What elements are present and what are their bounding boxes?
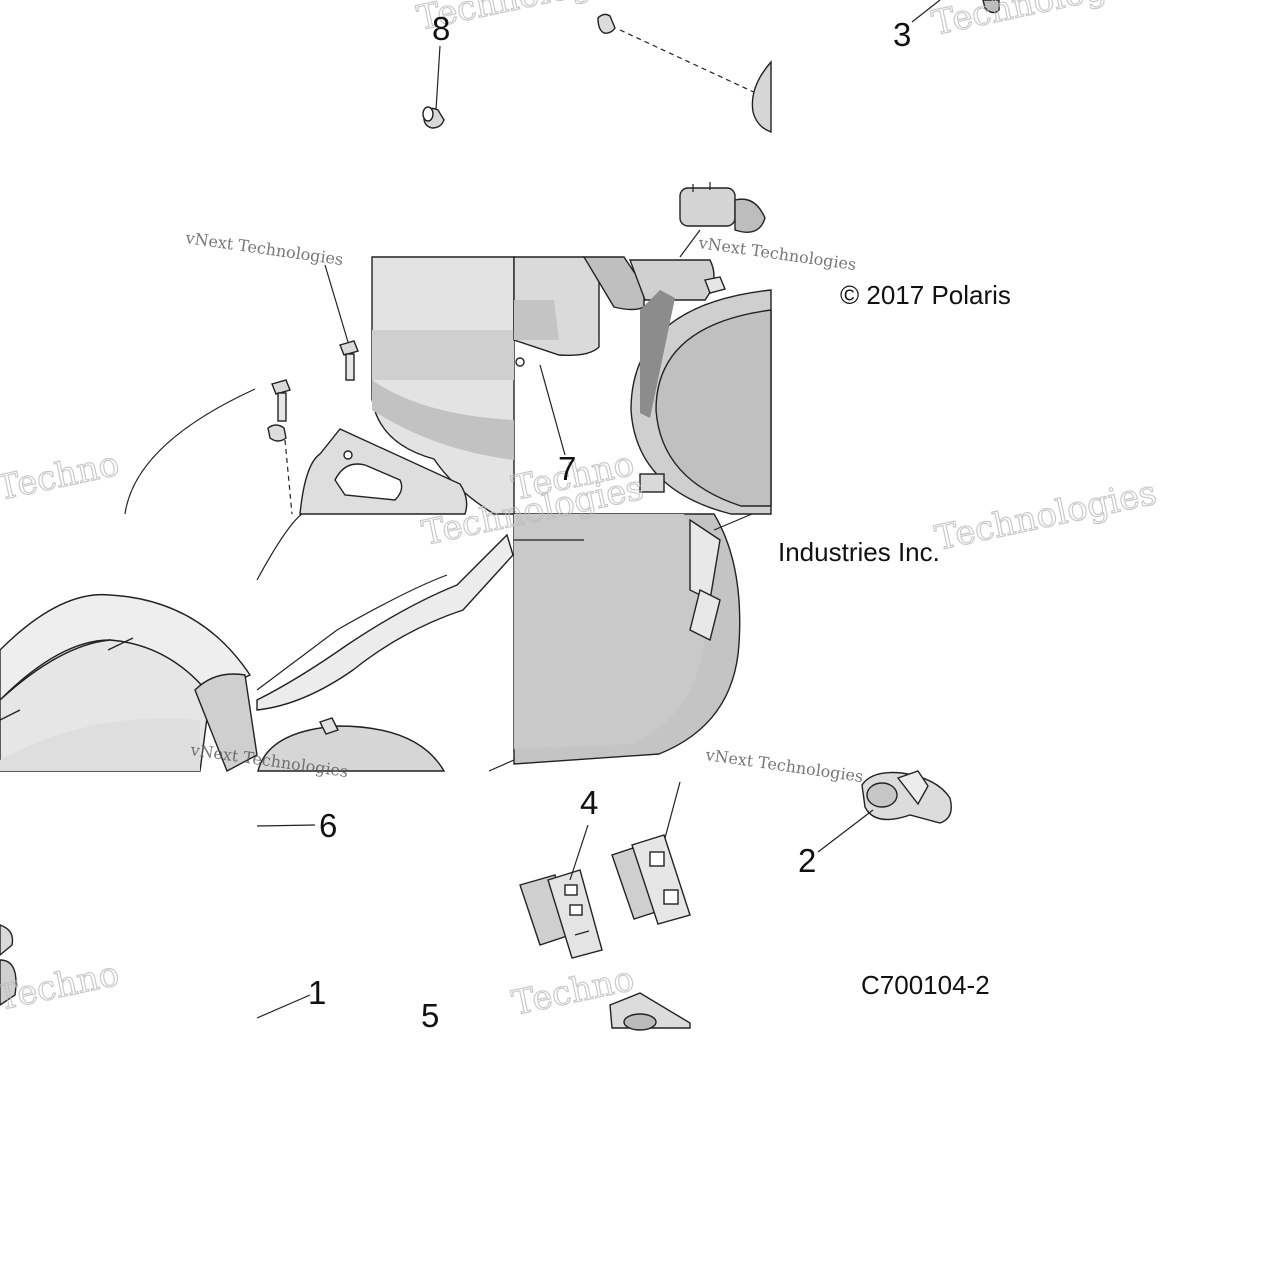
heat-shield-strap	[194, 673, 258, 772]
fastener-top-pin	[422, 106, 445, 129]
callout-3: 3	[893, 16, 911, 53]
watermark-big-b: Technologies	[929, 0, 1157, 44]
leader-line-8	[435, 45, 441, 111]
bolt-lower	[267, 379, 291, 442]
leader-line-6	[256, 824, 316, 827]
fastener-top-bolt	[597, 13, 616, 34]
watermark-text-a: vNext Technologies	[183, 228, 344, 269]
rocker-switch-right	[611, 834, 691, 925]
callout-4: 4	[580, 784, 598, 821]
watermark-text-d: vNext Technologies	[703, 745, 864, 786]
callout-5: 5	[421, 997, 439, 1034]
watermark-text-b: vNext Technologies	[696, 233, 857, 274]
callout-7: 7	[558, 450, 576, 487]
callout-8: 8	[432, 10, 450, 47]
heat-shield-left	[0, 593, 252, 772]
diagram-code: C700104-2	[861, 970, 990, 1000]
assembly-dash-line-lower	[284, 439, 293, 515]
leader-line-lower-right	[488, 759, 515, 772]
part-3-fragment	[982, 0, 1000, 14]
callout-2: 2	[798, 842, 816, 879]
leader-line-4b	[664, 781, 681, 839]
switch-bottom	[609, 992, 691, 1031]
bracket-plate	[299, 428, 468, 515]
copyright-line-1: © 2017 Polaris	[840, 280, 1011, 310]
cover-housing	[371, 256, 515, 515]
clutch-cover-right	[630, 276, 772, 515]
watermark-big-e: Techno	[0, 444, 123, 509]
watermark-big-d: Technologies	[932, 473, 1160, 559]
frame-arc-left	[124, 388, 256, 515]
grip-part-left	[0, 924, 17, 1006]
copyright-line-2: Industries Inc.	[778, 537, 940, 567]
cover-edge-top	[751, 60, 772, 133]
bolt-upper	[339, 340, 359, 381]
leader-line-3	[911, 0, 941, 23]
callout-6: 6	[319, 807, 337, 844]
assembly-dash-line	[619, 29, 761, 96]
belt-guard-frame	[256, 513, 514, 711]
watermark-big-g: Techno	[0, 954, 123, 1019]
leader-line-1	[256, 994, 311, 1019]
leader-line-bolt-upper	[324, 264, 349, 343]
leader-line-connector	[679, 229, 701, 258]
side-panel-7	[513, 256, 715, 367]
connector-part	[679, 182, 766, 233]
leader-line-7	[539, 364, 566, 456]
rocker-switch-left	[519, 869, 603, 959]
clutch-cover-lower	[257, 717, 446, 772]
ignition-knob	[861, 770, 952, 824]
leader-line-4	[569, 824, 589, 881]
leader-line-2	[817, 809, 874, 853]
clutch-cover-main	[513, 513, 741, 765]
leader-line-clutch	[713, 513, 753, 531]
callout-1: 1	[308, 974, 326, 1011]
